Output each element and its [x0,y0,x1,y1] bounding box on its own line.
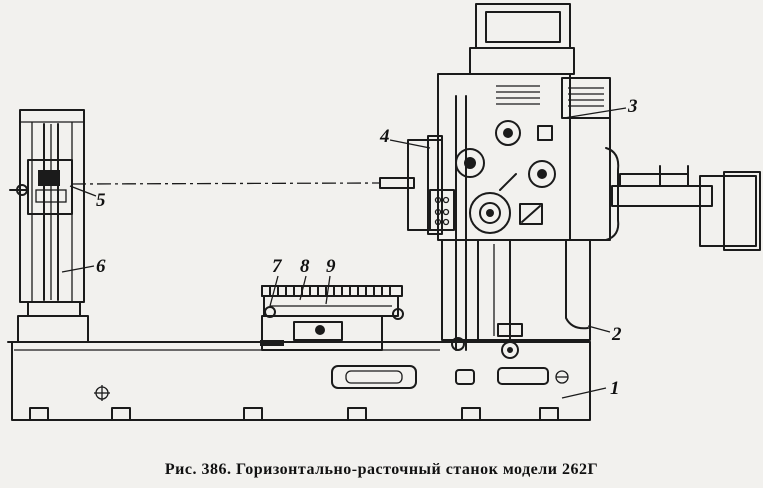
callout-9: 9 [326,256,336,277]
spindle-head [407,3,620,241]
rear-column [9,109,89,343]
callout-4: 4 [379,126,390,147]
bed [7,341,591,421]
callout-2: 2 [611,324,622,345]
drive-housing [611,165,761,251]
headstock-column [441,95,591,359]
figure-caption: Рис. 386. Горизонтально-расточный станок… [164,461,599,478]
machine-drawing: 1 2 3 4 5 6 7 8 9 [7,3,761,421]
table [260,285,404,351]
leader-lines [61,107,627,399]
callout-5: 5 [96,190,106,211]
callout-1: 1 [610,378,620,399]
callout-3: 3 [627,96,638,117]
callout-8: 8 [300,256,310,277]
callout-7: 7 [272,256,283,277]
callout-6: 6 [96,256,106,277]
